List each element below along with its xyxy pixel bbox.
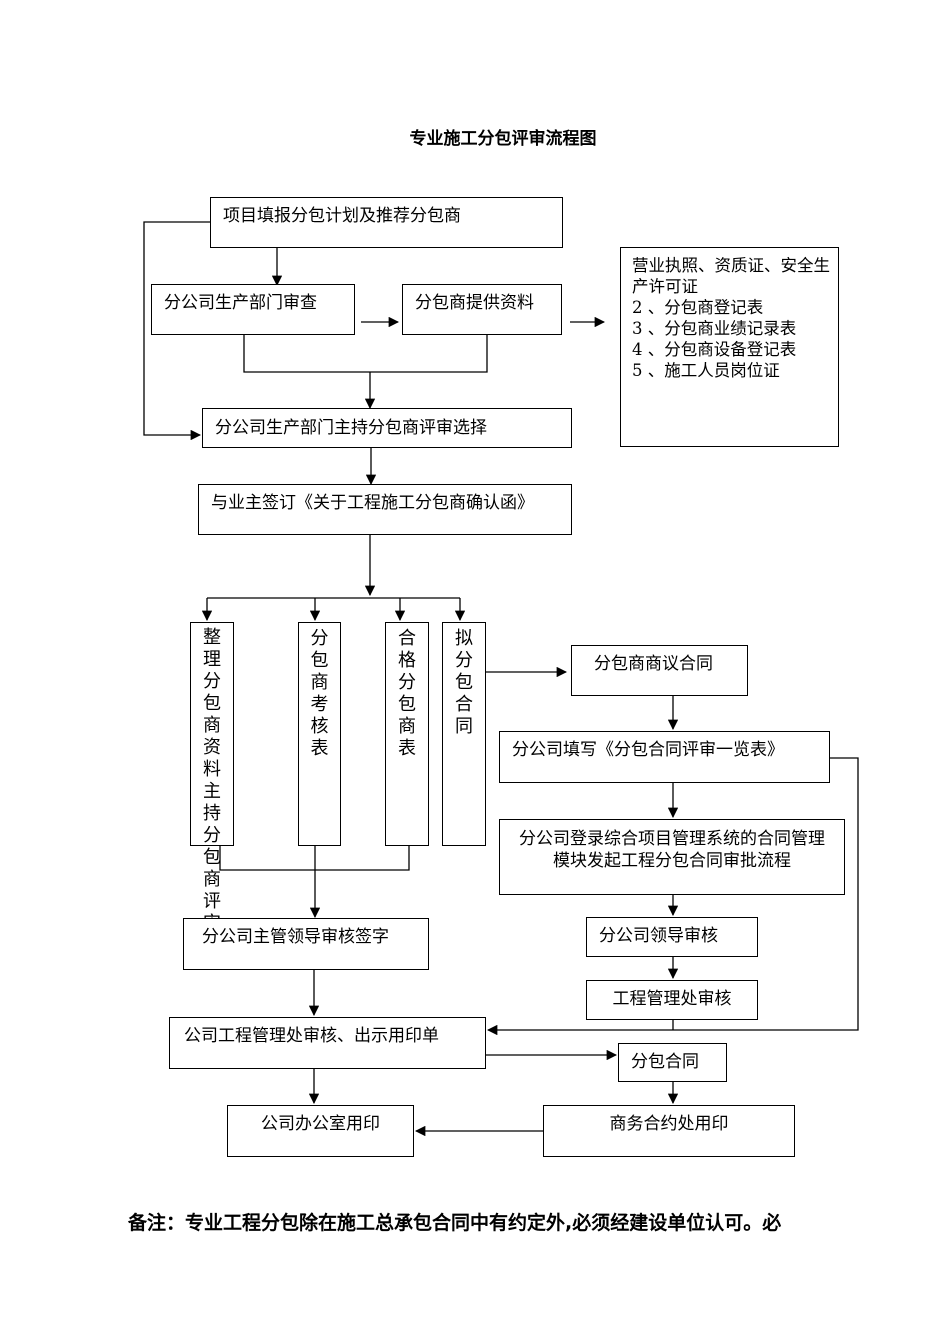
label-business-seal: 商务合约处用印	[609, 1114, 729, 1134]
label-assessment-table: 分包商考核表	[310, 628, 329, 759]
doc-item: 3 、分包商业绩记录表	[632, 319, 797, 338]
box-organize-materials	[190, 622, 234, 846]
box-project-fill: 项目填报分包计划及推荐分包商	[210, 197, 563, 248]
box-qualified-table: 合格分包商表	[385, 622, 429, 846]
label-sign-with-owner: 与业主签订《关于工程施工分包商确认函》	[211, 493, 534, 513]
connector-merge	[243, 335, 488, 373]
box-subcontractor-provide: 分包商提供资料	[402, 284, 562, 335]
box-company-engineering-review: 公司工程管理处审核、出示用印单	[169, 1017, 486, 1069]
label-office-seal: 公司办公室用印	[261, 1114, 380, 1134]
box-sign-with-owner: 与业主签订《关于工程施工分包商确认函》	[198, 484, 572, 535]
label-branch-leader-review: 分公司领导审核	[599, 926, 718, 946]
box-subcontract: 分包合同	[618, 1043, 727, 1082]
doc-item: 营业执照、资质证、安全生产许可证	[632, 256, 830, 296]
box-business-seal: 商务合约处用印	[543, 1105, 795, 1157]
box-fill-review-list: 分公司填写《分包合同评审一览表》	[499, 731, 830, 783]
label-negotiate-contract: 分包商商议合同	[594, 654, 713, 674]
label-organize-materials: 整理分包商资料主持分包商评审	[203, 627, 221, 934]
label-qualified-table: 合格分包商表	[398, 628, 416, 759]
label-subcontractor-provide: 分包商提供资料	[415, 293, 534, 313]
box-assessment-table: 分包商考核表	[298, 622, 341, 846]
label-project-fill: 项目填报分包计划及推荐分包商	[223, 206, 461, 226]
box-negotiate-contract: 分包商商议合同	[571, 645, 748, 696]
label-subcontract: 分包合同	[631, 1052, 699, 1072]
box-draft-contract: 拟分包合同	[442, 622, 486, 846]
label-draft-contract: 拟分包合同	[455, 628, 473, 737]
box-office-seal: 公司办公室用印	[227, 1105, 414, 1157]
box-branch-production-review: 分公司生产部门审查	[151, 284, 355, 335]
label-company-engineering-review: 公司工程管理处审核、出示用印单	[184, 1026, 439, 1046]
label-fill-review-list: 分公司填写《分包合同评审一览表》	[512, 740, 784, 760]
doc-item: 2 、分包商登记表	[632, 298, 764, 317]
doc-item: 4 、分包商设备登记表	[632, 340, 797, 359]
box-branch-leader-sign: 分公司主管领导审核签字	[183, 918, 429, 970]
box-system-approval: 分公司登录综合项目管理系统的合同管理模块发起工程分包合同审批流程	[499, 819, 845, 895]
box-documents: 营业执照、资质证、安全生产许可证 2 、分包商登记表 3 、分包商业绩记录表 4…	[620, 247, 839, 447]
page-title: 专业施工分包评审流程图	[409, 129, 597, 149]
label-engineering-dept-review: 工程管理处审核	[612, 989, 732, 1009]
label-branch-host-selection: 分公司生产部门主持分包商评审选择	[215, 418, 487, 438]
box-branch-leader-review: 分公司领导审核	[586, 917, 758, 957]
box-engineering-dept-review: 工程管理处审核	[586, 980, 758, 1020]
doc-item: 5 、施工人员岗位证	[632, 361, 780, 380]
box-branch-host-selection: 分公司生产部门主持分包商评审选择	[202, 408, 572, 448]
connector-left-bypass	[143, 221, 210, 441]
label-system-approval: 分公司登录综合项目管理系统的合同管理模块发起工程分包合同审批流程	[519, 829, 825, 871]
footnote: 备注：专业工程分包除在施工总承包合同中有约定外,必须经建设单位认可。必	[128, 1212, 782, 1234]
label-branch-production-review: 分公司生产部门审查	[164, 293, 317, 313]
box-organize-materials-text: 整理分包商资料主持分包商评审	[190, 622, 234, 935]
label-branch-leader-sign: 分公司主管领导审核签字	[202, 927, 389, 947]
